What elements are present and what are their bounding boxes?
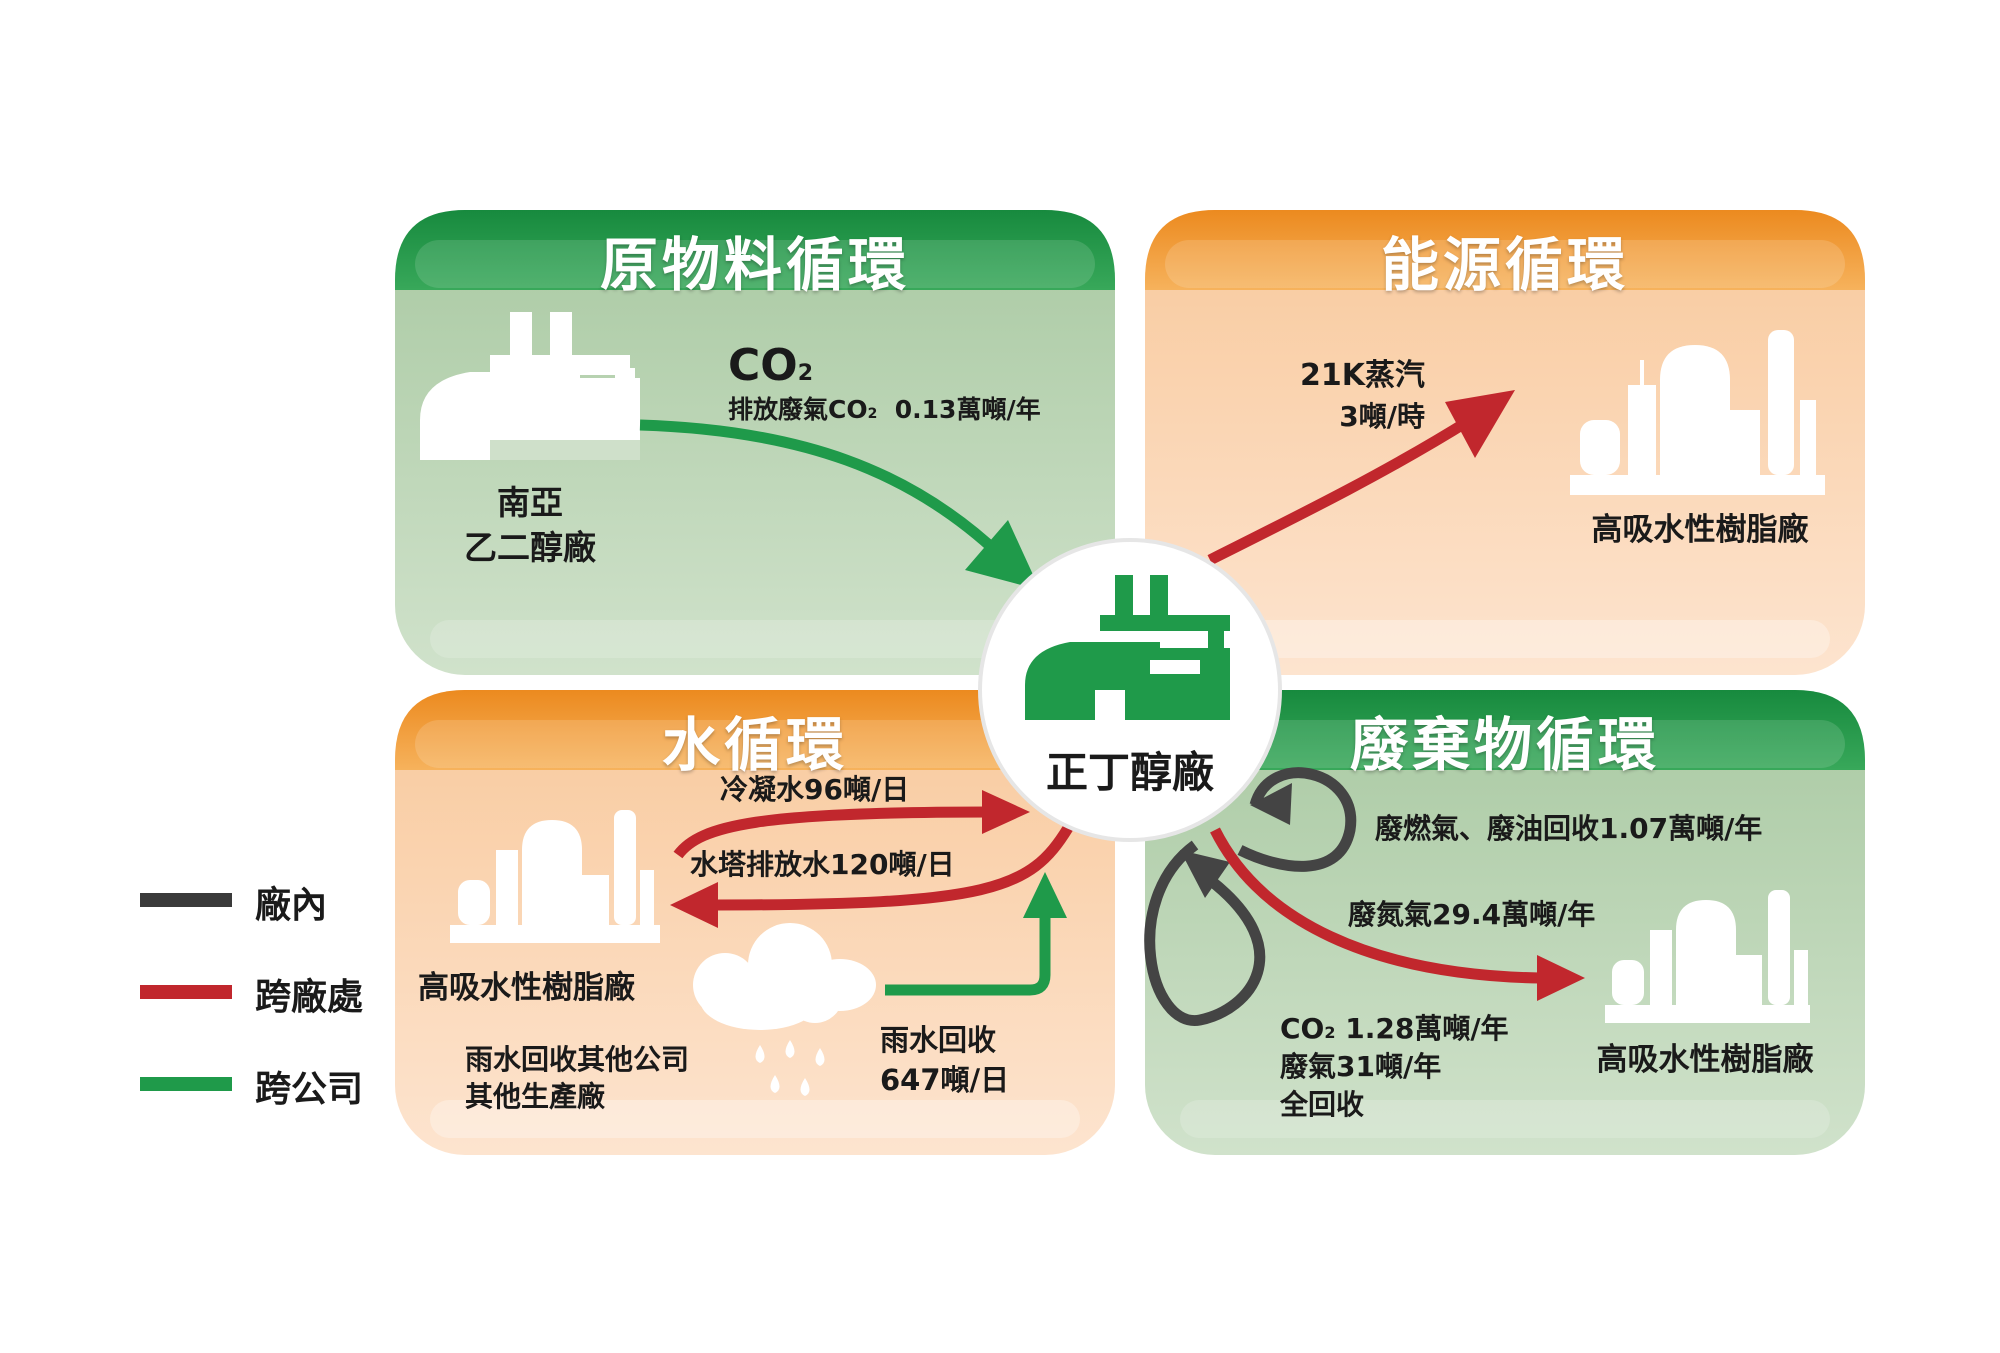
tower-water-label: 水塔排放水120噸/日 (690, 848, 955, 881)
rain-rate: 647噸/日 (880, 1063, 1010, 1097)
waste-co2-label: CO2 1.28萬噸/年 (1280, 1012, 1509, 1046)
rain-cloud-icon (693, 923, 876, 1096)
factory-icon (420, 312, 640, 460)
co2-detail: 排放廢氣CO2 0.13萬噸/年 (728, 395, 1041, 425)
arrow-nitrogen (1210, 827, 1585, 1001)
source-name-line1: 南亞 (497, 483, 563, 522)
energy-target-label: 高吸水性樹脂廠 (1591, 512, 1809, 548)
fuel-gas-label: 廢燃氣、廢油回收1.07萬噸/年 (1375, 812, 1763, 845)
loop-co2 (1144, 840, 1266, 1026)
panel-title-raw: 原物料循環 (599, 231, 910, 299)
water-plant-label: 高吸水性樹脂廠 (418, 970, 635, 1006)
legend-swatch-cross-company (140, 1077, 232, 1091)
condensate-label: 冷凝水96噸/日 (720, 773, 910, 806)
waste-co2-subscript: 2 (1324, 1023, 1336, 1042)
panel-title-waste: 廢棄物循環 (1349, 711, 1660, 779)
center-label: 正丁醇廠 (1045, 748, 1214, 797)
waste-co2-text: CO (1280, 1012, 1325, 1045)
refinery-icon (1570, 330, 1825, 495)
co2-subscript: 2 (797, 361, 814, 386)
factory-icon (1025, 575, 1230, 720)
rain-source-line2: 其他生產廠 (465, 1080, 606, 1113)
legend-label-internal: 廠內 (255, 885, 328, 926)
refinery-icon (1605, 890, 1810, 1023)
arrow-condensate (673, 790, 1030, 859)
panel-title-energy: 能源循環 (1380, 231, 1629, 299)
panel-water (395, 690, 1115, 1155)
panel-title-water: 水循環 (661, 711, 848, 779)
rain-source-line1: 雨水回收其他公司 (465, 1043, 690, 1076)
co2-label: CO2 (728, 340, 813, 393)
arrow-steam (1207, 390, 1515, 565)
loop-fuel-gas (1237, 767, 1357, 872)
steam-label: 21K蒸汽 (1300, 358, 1425, 393)
legend-label-cross-company: 跨公司 (255, 1069, 364, 1110)
co2-detail-subscript: 2 (867, 406, 878, 422)
waste-co2-amount: 1.28萬噸/年 (1335, 1012, 1509, 1045)
panel-raw-material (395, 210, 1115, 675)
legend-swatch-internal (140, 893, 232, 907)
arrow-tower-water (670, 825, 1073, 928)
co2-text: CO (728, 340, 798, 391)
arrow-co2-raw (639, 419, 1040, 590)
arrow-rainwater (885, 872, 1067, 996)
panel-energy (1145, 210, 1865, 675)
legend-swatch-cross-plant (140, 985, 232, 999)
center-plant (978, 538, 1282, 842)
waste-gas-label: 廢氣31噸/年 (1280, 1050, 1442, 1083)
full-recovery-label: 全回收 (1280, 1088, 1365, 1121)
nitrogen-label: 廢氮氣29.4萬噸/年 (1348, 898, 1596, 931)
refinery-icon (450, 810, 660, 943)
source-name-line2: 乙二醇廠 (464, 528, 596, 567)
legend-label-cross-plant: 跨廠處 (255, 977, 364, 1018)
steam-rate: 3噸/時 (1339, 400, 1425, 433)
waste-target-label: 高吸水性樹脂廠 (1596, 1042, 1814, 1078)
panel-waste (1145, 690, 1865, 1155)
co2-detail-amount: 0.13萬噸/年 (877, 395, 1041, 424)
rain-label: 雨水回收 (880, 1023, 997, 1057)
co2-detail-text: 排放廢氣CO (728, 395, 868, 424)
